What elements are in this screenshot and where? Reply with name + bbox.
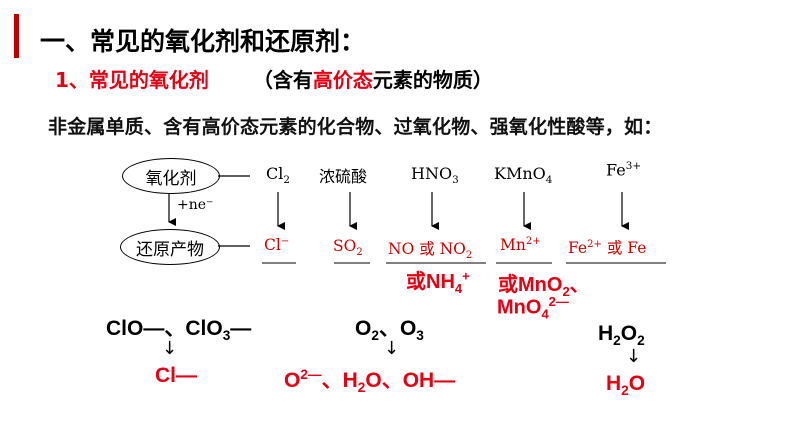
product-oval: 还原产物 [120, 229, 220, 265]
product-oval-label: 还原产物 [136, 239, 204, 260]
product-so2: SO2 [333, 237, 363, 259]
example-o2-products: O2—、H2O、OH— [284, 367, 456, 396]
subheading-number-title: 1、常见的氧化剂 [55, 68, 209, 92]
product-mno4: MnO42— [497, 294, 569, 322]
page-title: 一、常见的氧化剂和还原剂： [40, 27, 366, 56]
product-fe2: Fe2+ 或 Fe [568, 238, 647, 257]
example-h2o2-arrow: ↓ [626, 346, 642, 367]
example-clo-product: Cl— [155, 364, 197, 387]
example-clo: ClO—、ClO3— [106, 317, 252, 344]
subheading-paren-open: （含有 [252, 68, 313, 92]
product-nh4: 或NH4+ [406, 268, 470, 296]
product-cl: Cl− [264, 236, 290, 255]
product-mn2: Mn2+ [500, 236, 541, 255]
example-o2-arrow: ↓ [384, 338, 400, 359]
example-h2o2-product: H2O [606, 372, 646, 399]
oxidizer-hno3: HNO3 [411, 164, 459, 187]
example-o2: O2、O3 [355, 317, 424, 344]
product-no: NO 或 NO2 [388, 240, 473, 262]
product-mno2: 或MnO2、 [498, 274, 590, 299]
example-clo-arrow: ↓ [162, 338, 178, 359]
electron-label: +ne⁻ [177, 197, 214, 213]
subheading: 1、常见的氧化剂 （含有高价态元素的物质） [55, 64, 493, 93]
oxidizer-kmno4: KMnO4 [494, 164, 553, 187]
accent-bar [14, 14, 19, 58]
oxidizer-fe3: Fe3+ [606, 160, 642, 180]
oxidizer-oval-label: 氧化剂 [145, 168, 197, 189]
oxidizer-cl2: Cl2 [266, 164, 290, 187]
subheading-highlight: 高价态 [312, 68, 373, 92]
intro-text: 非金属单质、含有高价态元素的化合物、过氧化物、强氧化性酸等，如： [48, 116, 663, 138]
example-h2o2: H2O2 [598, 322, 645, 349]
oxidizer-oval: 氧化剂 [122, 158, 220, 194]
oxidizer-h2so4: 浓硫酸 [319, 167, 368, 186]
subheading-paren-rest: 元素的物质） [372, 68, 493, 92]
